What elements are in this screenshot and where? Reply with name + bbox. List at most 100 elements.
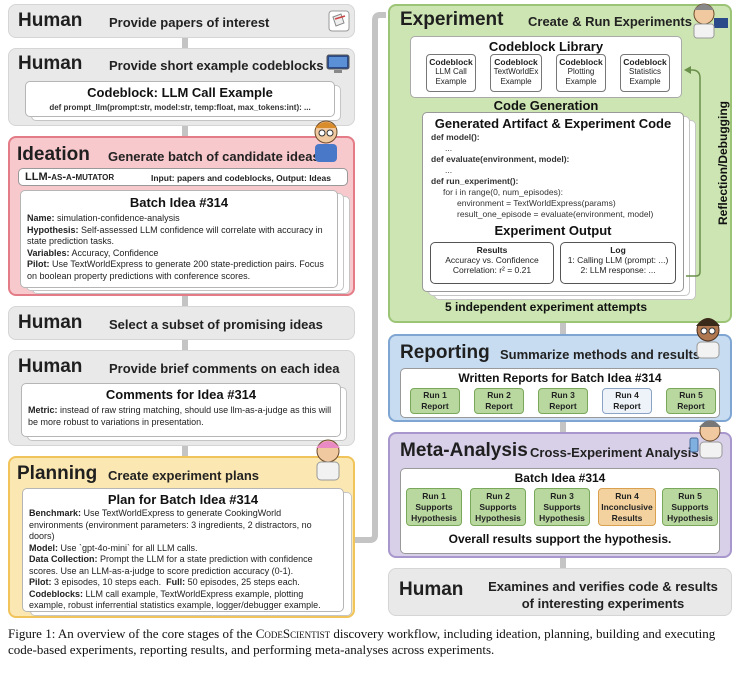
scientist-character-icon (696, 318, 720, 359)
human-papers-heading: Human (18, 10, 83, 31)
codeblock-card: Codeblock: LLM Call Example def prompt_l… (25, 81, 335, 117)
comments-card-title: Comments for Idea #314 (105, 387, 257, 402)
code-generation-title: Code Generation (493, 98, 599, 113)
caption-system-name: CodeScientist (255, 626, 331, 641)
human-verify-heading: Human (399, 579, 464, 600)
human-comments-heading: Human (18, 356, 83, 377)
codeblock-card-title: Codeblock: LLM Call Example (87, 85, 273, 100)
comments-card: Comments for Idea #314 Metric: instead o… (21, 383, 341, 437)
results-line-1: Accuracy vs. Confidence (445, 255, 539, 265)
plan-data-collection: Data Collection: Prompt the LLM for a st… (29, 554, 313, 576)
meta-overall-conclusion: Overall results support the hypothesis. (448, 532, 672, 546)
human-verify-line-2: of interesting experiments (521, 596, 685, 611)
mutator-box: LLM-as-a-mutator Input: papers and codeb… (18, 168, 348, 186)
generated-artifact-title: Generated Artifact & Experiment Code (434, 116, 672, 131)
planning-subtitle: Create experiment plans (108, 468, 260, 483)
results-correlation: Correlation: r² = 0.21 (452, 265, 532, 275)
human-select-panel: Human Select a subset of promising ideas (8, 306, 355, 340)
idea-pilot: Pilot: Use TextWorldExpress to generate … (27, 259, 324, 281)
human-comments-subtitle: Provide brief comments on each idea (109, 361, 340, 376)
mutator-io: Input: papers and codeblocks, Output: Id… (151, 173, 331, 183)
idea-name: Name: simulation-confidence-analysis (27, 213, 180, 223)
caption-post: discovery workflow, including ideation, … (8, 626, 716, 657)
codeblock-signature: def prompt_llm(prompt:str, model:str, te… (49, 103, 311, 112)
results-box: Results Accuracy vs. Confidence Correlat… (430, 242, 554, 284)
code-line-environment: environment = TextWorldExpress(params) (457, 198, 616, 208)
plan-model: Model: Use `gpt-4o-mini` for all LLM cal… (29, 542, 198, 553)
experiment-output-title: Experiment Output (494, 223, 612, 238)
log-title: Log (610, 245, 626, 255)
code-line-run: def run_experiment(): (431, 176, 519, 186)
human-select-subtitle: Select a subset of promising ideas (109, 317, 323, 332)
mutator-label: LLM-as-a-mutator (25, 171, 115, 183)
log-box: Log 1: Calling LLM (prompt: ...) 2: LLM … (560, 242, 676, 284)
plan-codeblocks: Codeblocks: LLM call example, TextWorldE… (29, 588, 321, 611)
code-line-loop: for i in range(0, num_episodes): (443, 187, 564, 197)
meta-analysis-heading: Meta-Analysis (400, 440, 528, 461)
human-verify-panel: Human Examines and verifies code & resul… (388, 568, 732, 616)
code-line-result: result_one_episode = evaluate(environmen… (457, 209, 654, 219)
scientist-character-icon (314, 120, 338, 162)
meta-analysis-panel: Meta-Analysis Cross-Experiment Analysis … (388, 420, 732, 558)
meta-batch-title: Batch Idea #314 (514, 471, 606, 485)
plan-benchmark: Benchmark: Use TextWorldExpress to gener… (29, 508, 312, 541)
planning-panel: Planning Create experiment plans Plan fo… (8, 439, 355, 618)
batch-idea-card: Batch Idea #314 Name: simulation-confide… (20, 190, 338, 288)
human-papers-panel: Human Provide papers of interest (8, 4, 355, 38)
ideation-panel: Ideation Generate batch of candidate ide… (8, 120, 355, 296)
code-line-ellipsis: ... (445, 143, 453, 153)
plan-card: Plan for Batch Idea #314 Benchmark: Use … (22, 488, 344, 612)
reporting-subtitle: Summarize methods and results (500, 347, 701, 362)
figure-caption: Figure 1: An overview of the core stages… (8, 626, 736, 658)
log-line-1: 1: Calling LLM (prompt: ...) (567, 255, 669, 265)
meta-analysis-subtitle: Cross-Experiment Analysis (530, 445, 699, 460)
reporting-heading: Reporting (400, 342, 490, 363)
human-verify-line-1: Examines and verifies code & results (488, 579, 718, 594)
scientist-character-icon (689, 420, 723, 459)
code-line-ellipsis: ... (445, 165, 453, 175)
written-reports-title: Written Reports for Batch Idea #314 (458, 371, 662, 385)
idea-hypothesis: Hypothesis: Self-assessed LLM confidence… (27, 224, 323, 247)
scientist-character-icon (316, 439, 340, 481)
experiment-panel: Experiment Create & Run Experiments Code… (388, 3, 732, 323)
results-title: Results (476, 245, 508, 255)
experiment-subtitle: Create & Run Experiments (528, 14, 692, 29)
idea-variables: Variables: Accuracy, Confidence (27, 247, 159, 258)
human-codeblocks-heading: Human (18, 53, 83, 74)
batch-idea-title: Batch Idea #314 (129, 195, 229, 210)
log-line-2: 2: LLM response: ... (580, 265, 656, 275)
human-codeblocks-subtitle: Provide short example codeblocks (109, 58, 324, 73)
computer-icon (326, 54, 350, 73)
papers-icon (328, 10, 350, 32)
reporting-panel: Reporting Summarize methods and results … (388, 318, 732, 422)
caption-pre: An overview of the core stages of the (57, 626, 253, 641)
human-select-heading: Human (18, 312, 83, 333)
plan-card-title: Plan for Batch Idea #314 (107, 492, 259, 507)
scientist-character-icon (693, 3, 728, 39)
reflection-debugging-label: Reflection/Debugging (716, 101, 730, 225)
plan-pilot: Pilot: 3 episodes, 10 steps each. Full: … (29, 577, 300, 587)
comment-metric: Metric: instead of raw string matching, … (28, 405, 332, 427)
code-line-model: def model(): (431, 132, 480, 142)
figure-label: Figure 1: (8, 626, 56, 641)
human-papers-subtitle: Provide papers of interest (109, 15, 270, 30)
ideation-heading: Ideation (17, 144, 90, 165)
experiment-heading: Experiment (400, 9, 504, 30)
codeblock-library-title: Codeblock Library (488, 39, 604, 54)
ideation-subtitle: Generate batch of candidate ideas (108, 149, 320, 164)
human-codeblocks-panel: Human Provide short example codeblocks C… (8, 48, 355, 126)
code-line-evaluate: def evaluate(environment, model): (431, 154, 570, 164)
human-comments-panel: Human Provide brief comments on each ide… (8, 350, 355, 446)
